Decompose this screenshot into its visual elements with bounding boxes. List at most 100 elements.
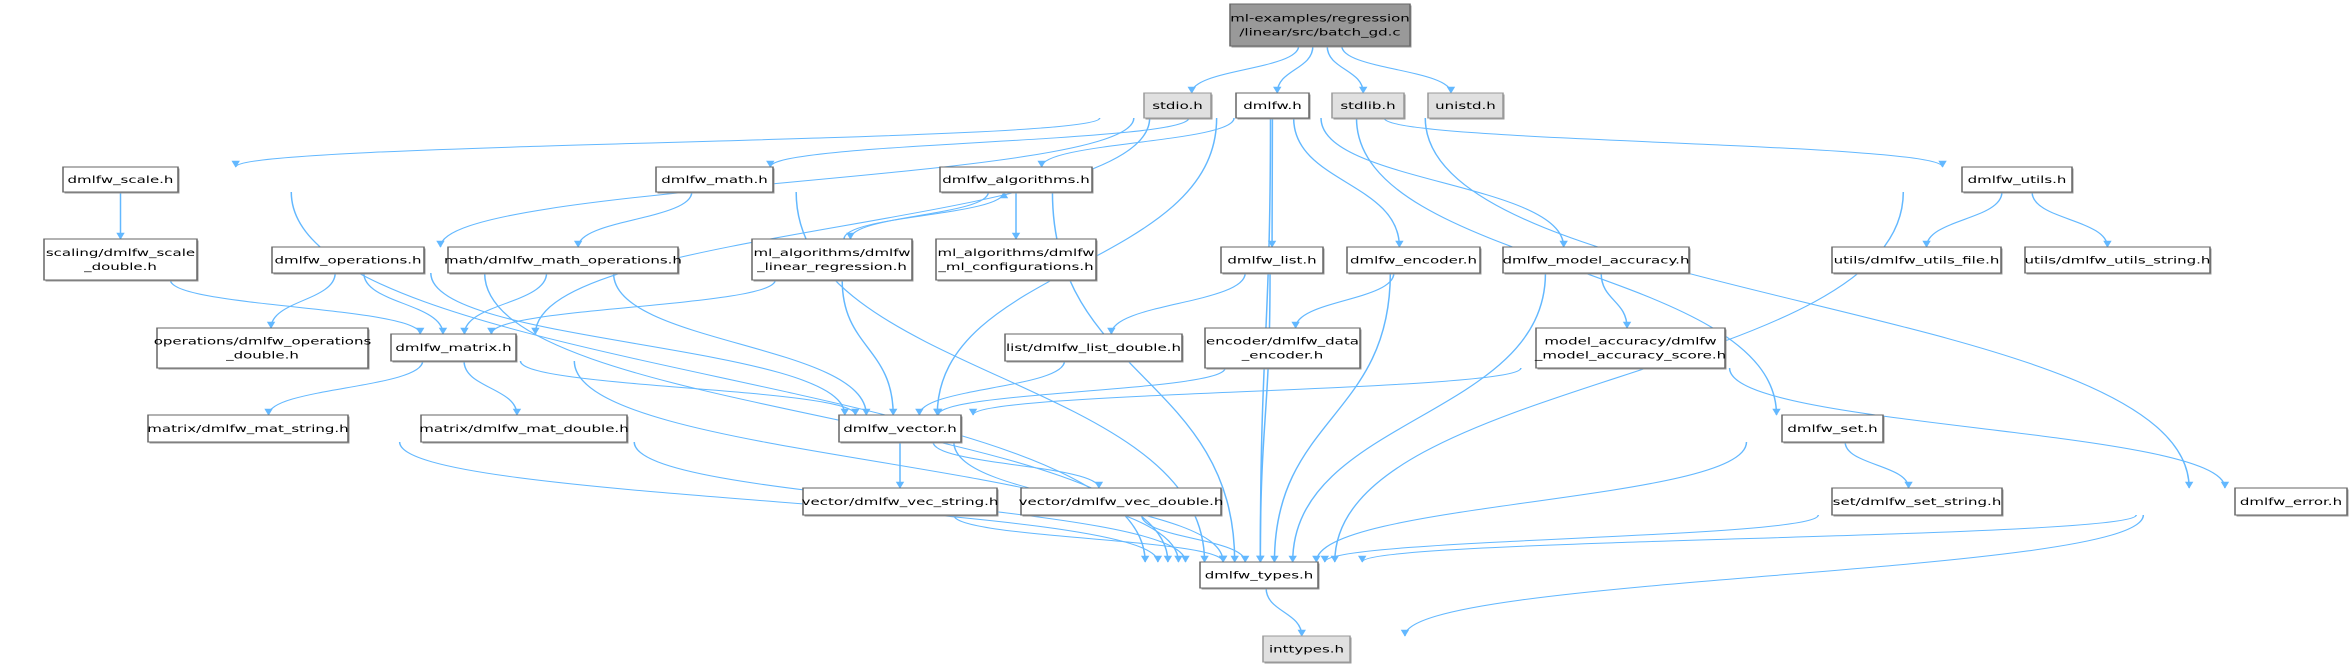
- edge-dmlfw-to-operations: [436, 117, 1135, 248]
- node-unistd[interactable]: unistd.h: [1427, 92, 1505, 120]
- node-list[interactable]: dmlfw_list.h: [1220, 246, 1325, 275]
- edge-operations-to-vector: [430, 272, 849, 416]
- node-vec-double[interactable]: vector/dmlfw_vec_double.h: [1019, 487, 1224, 517]
- edge-vec_string-to-types: [953, 514, 1228, 563]
- node-dmlfw[interactable]: dmlfw.h: [1235, 92, 1311, 120]
- node-label: dmlfw_error.h: [2240, 496, 2342, 508]
- node-vec-string[interactable]: vector/dmlfw_vec_string.h: [802, 487, 999, 517]
- node-label: operations/dmlfw_operations: [154, 336, 372, 348]
- node-list-double[interactable]: list/dmlfw_list_double.h: [1004, 333, 1184, 363]
- node-label: stdio.h: [1152, 100, 1203, 112]
- node-label: ml-examples/regression: [1230, 13, 1410, 25]
- node-label: encoder/dmlfw_data: [1206, 336, 1359, 348]
- node-set-string[interactable]: set/dmlfw_set_string.h: [1831, 487, 2004, 517]
- edge-dmlfw-to-math: [766, 117, 1190, 168]
- edge-error-to-inttypes: [1400, 514, 2145, 637]
- edge-vec_double-to-types: [1140, 514, 1250, 563]
- node-utils[interactable]: dmlfw_utils.h: [1961, 166, 2074, 194]
- edge-utils-to-utils_string: [2031, 191, 2112, 248]
- node-algorithms[interactable]: dmlfw_algorithms.h: [939, 166, 1094, 194]
- nodes: ml-examples/regression/linear/src/batch_…: [43, 3, 2349, 664]
- node-root[interactable]: ml-examples/regression/linear/src/batch_…: [1229, 3, 1412, 48]
- node-accuracy-score[interactable]: model_accuracy/dmlfw _model_accuracy_scor…: [1534, 327, 1727, 370]
- node-label: set/dmlfw_set_string.h: [1833, 496, 2002, 508]
- node-label: dmlfw_algorithms.h: [942, 174, 1089, 186]
- edge-math_operations-to-matrix: [460, 272, 548, 335]
- edge-dmlfw-to-error: [1424, 117, 2194, 489]
- edge-list_double-to-vector: [915, 360, 1066, 416]
- node-math-operations[interactable]: math/dmlfw_math_operations.h: [444, 246, 682, 275]
- node-label: dmlfw_list.h: [1227, 255, 1316, 267]
- edge-matrix-to-mat_double: [463, 360, 522, 416]
- edge-dmlfw-to-model_accuracy: [1320, 117, 1568, 248]
- node-label: dmlfw_model_accuracy.h: [1503, 255, 1690, 267]
- node-stdio[interactable]: stdio.h: [1143, 92, 1213, 120]
- node-label: dmlfw_types.h: [1205, 570, 1314, 582]
- edge-utils-to-utils_file: [1922, 191, 2003, 248]
- node-matrix[interactable]: dmlfw_matrix.h: [390, 333, 518, 363]
- node-ml-configurations[interactable]: ml_algorithms/dmlfw _ml_configurations.h: [935, 238, 1098, 282]
- node-label: stdlib.h: [1340, 100, 1395, 112]
- node-label: dmlfw.h: [1243, 100, 1301, 112]
- node-set[interactable]: dmlfw_set.h: [1781, 414, 1885, 444]
- node-math[interactable]: dmlfw_math.h: [655, 166, 775, 194]
- edge-error-to-types: [1358, 514, 2137, 563]
- node-operations[interactable]: dmlfw_operations.h: [271, 246, 426, 275]
- node-label: math/dmlfw_math_operations.h: [444, 255, 682, 267]
- node-error[interactable]: dmlfw_error.h: [2234, 487, 2349, 517]
- edge-accuracy_score-to-vector: [968, 367, 1522, 416]
- node-linear-regression[interactable]: ml_algorithms/dmlfw_linear_regression.h: [751, 238, 914, 282]
- node-label: utils/dmlfw_utils_file.h: [1834, 255, 2000, 267]
- edge-types-to-inttypes: [1265, 587, 1306, 637]
- edge-vector-to-vec_double: [932, 441, 1104, 489]
- node-encoder[interactable]: dmlfw_encoder.h: [1346, 246, 1482, 275]
- node-data-encoder[interactable]: encoder/dmlfw_data_encoder.h: [1204, 327, 1362, 370]
- node-scale-double[interactable]: scaling/dmlfw_scale_double.h: [43, 238, 199, 282]
- node-label: _ml_configurations.h: [937, 261, 1093, 273]
- node-utils-file[interactable]: utils/dmlfw_utils_file.h: [1831, 246, 2003, 275]
- edge-matrix-to-mat_string: [264, 360, 424, 416]
- edge-root-to-stdlib: [1326, 45, 1368, 94]
- node-label: /linear/src/batch_gd.c: [1239, 27, 1400, 39]
- node-stdlib[interactable]: stdlib.h: [1331, 92, 1406, 120]
- node-label: model_accuracy/dmlfw: [1544, 336, 1716, 348]
- edge-root-to-stdio: [1187, 45, 1300, 94]
- node-utils-string[interactable]: utils/dmlfw_utils_string.h: [2024, 246, 2212, 275]
- edge-operations-to-matrix: [363, 272, 448, 335]
- node-label: dmlfw_operations.h: [274, 255, 421, 267]
- node-label: _double.h: [83, 261, 157, 273]
- edge-data_encoder-to-vector: [934, 367, 1226, 416]
- edge-set_string-to-types: [1320, 514, 1820, 563]
- node-scale[interactable]: dmlfw_scale.h: [62, 166, 180, 194]
- node-label: utils/dmlfw_utils_string.h: [2025, 255, 2211, 267]
- edge-dmlfw-to-matrix: [531, 117, 1151, 335]
- node-inttypes[interactable]: inttypes.h: [1262, 635, 1352, 664]
- edge-dmlfw-to-encoder: [1292, 117, 1404, 248]
- node-mat-string[interactable]: matrix/dmlfw_mat_string.h: [147, 414, 350, 444]
- node-vector[interactable]: dmlfw_vector.h: [838, 414, 963, 444]
- edge-operations-to-operations_double: [266, 272, 336, 329]
- node-label: _model_accuracy_score.h: [1534, 350, 1726, 362]
- edge-linear_regression-to-algorithms: [843, 191, 1009, 240]
- node-label: dmlfw_utils.h: [1968, 174, 2067, 186]
- node-label: dmlfw_math.h: [661, 174, 767, 186]
- node-label: dmlfw_scale.h: [68, 174, 174, 186]
- node-label: matrix/dmlfw_mat_string.h: [147, 423, 348, 435]
- node-label: ml_algorithms/dmlfw: [754, 247, 911, 259]
- edge-accuracy_score-to-error: [1728, 367, 2230, 489]
- node-model-accuracy[interactable]: dmlfw_model_accuracy.h: [1502, 246, 1691, 275]
- edge-model_accuracy-to-accuracy_score: [1600, 272, 1632, 329]
- edge-encoder-to-types: [1270, 272, 1392, 563]
- edge-encoder-to-data_encoder: [1291, 272, 1395, 329]
- edge-dmlfw-to-scale: [231, 117, 1101, 168]
- node-types[interactable]: dmlfw_types.h: [1199, 561, 1320, 590]
- edge-set-to-types: [1312, 441, 1748, 563]
- edge-matrix-to-vector: [519, 360, 860, 416]
- node-label: dmlfw_matrix.h: [395, 342, 511, 354]
- edge-list-to-list_double: [1107, 272, 1246, 335]
- node-label: ml_algorithms/dmlfw: [938, 247, 1095, 259]
- node-mat-double[interactable]: matrix/dmlfw_mat_double.h: [419, 414, 629, 444]
- node-operations-double[interactable]: operations/dmlfw_operations_double.h: [154, 327, 372, 370]
- edge-linear_regression-to-matrix: [487, 279, 776, 335]
